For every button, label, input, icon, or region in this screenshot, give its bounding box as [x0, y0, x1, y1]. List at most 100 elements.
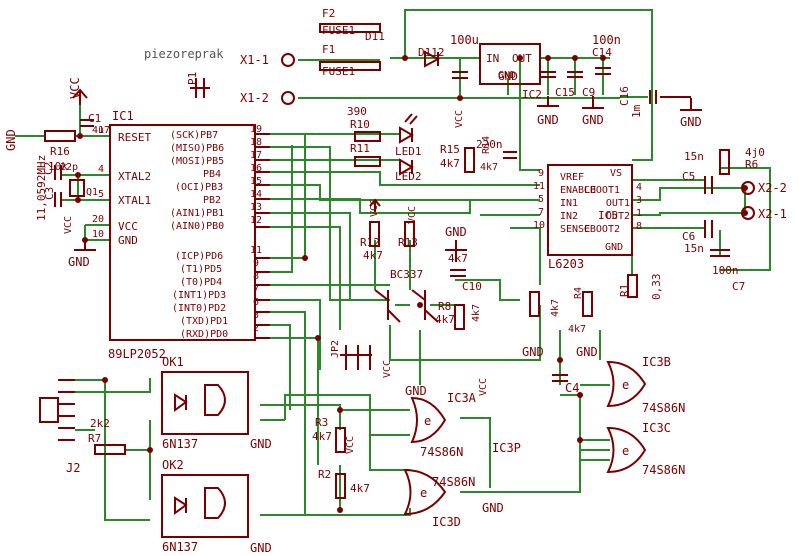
- pin-right-12: (INT1)PD3: [172, 290, 226, 301]
- ic3d-sym: e: [420, 486, 427, 500]
- ic3b-ref: IC3B: [642, 355, 671, 369]
- r5-val: 4k7: [568, 324, 586, 335]
- pin-right-9: (ICP)PD6: [175, 251, 223, 262]
- pin-num-left-2: 4: [98, 164, 104, 175]
- led1-arrows: [404, 113, 418, 125]
- pin-xtal2: XTAL2: [118, 170, 151, 183]
- r2-ref: R2: [318, 468, 331, 481]
- ic5-pin-cboot2: CBOOT2: [584, 224, 620, 235]
- ok1-name: 6N137: [162, 437, 198, 451]
- c100n-label: 100n: [592, 33, 621, 47]
- pin-right-2: (MISO)PB6: [170, 143, 224, 154]
- pin-num-right-5: 15: [250, 176, 262, 187]
- gnd-r4: GND: [522, 345, 544, 359]
- pin-right-6: PB2: [203, 195, 221, 206]
- gnd-c15: GND: [537, 113, 559, 127]
- pin-num-right-4: 16: [250, 163, 262, 174]
- pin-right-4: PB4: [203, 169, 221, 180]
- ic5-pin-sense: SENSE: [560, 224, 590, 235]
- ic5-num-11: 11: [533, 181, 545, 192]
- pin-num-left-4: 20: [92, 214, 104, 225]
- r4-ref: R4: [573, 287, 584, 299]
- vcc-ic3: VCC: [478, 378, 489, 396]
- wire-junctions: [75, 55, 748, 513]
- c5-label: C5: [682, 170, 695, 183]
- led1-symbol: [399, 126, 414, 144]
- power-input: piezoreprak P1 X1-1 X1-2 F2 FUSE1 F1 FUS…: [144, 7, 516, 105]
- x12-label: X1-2: [240, 91, 269, 105]
- ic5-num-8: 8: [636, 221, 642, 232]
- resistor-r10: [354, 131, 381, 142]
- ok2-body: [161, 474, 249, 538]
- ic5-pin-out2: OUT2: [606, 211, 630, 222]
- optocouplers: OK1 6N137 OK2 6N137 GND GND J2 2k2 R7: [39, 355, 272, 555]
- r6-ref: R6: [745, 158, 758, 171]
- capacitor-100u: [452, 71, 468, 79]
- terminal-x12: [281, 91, 295, 105]
- crystal-freq: 11,0592MHz: [35, 155, 48, 221]
- pin-vcc: VCC: [118, 220, 138, 233]
- ic5-vs: VS: [610, 168, 622, 179]
- pin-right-1: (SCK)PB7: [170, 130, 218, 141]
- diode-d11: [424, 50, 441, 68]
- ic5-pin-in1: IN1: [560, 198, 578, 209]
- c14-label: C14: [592, 46, 612, 59]
- pin-num-right-8: 12: [250, 215, 262, 226]
- pin-num-right-3: 17: [250, 150, 262, 161]
- p1-label: P1: [186, 72, 199, 85]
- ic3a-part: 74S86N: [420, 445, 463, 459]
- capacitor-c14: [595, 67, 611, 75]
- gate-ic3b: [606, 360, 647, 408]
- ic1-ref: IC1: [112, 109, 134, 123]
- pin-xtal1: XTAL1: [118, 194, 151, 207]
- fuse2-label: FUSE1: [322, 24, 355, 37]
- reset-and-crystal: GND R16 10k C1 4u7 VCC 11,0592MHz C2 C3 …: [4, 77, 110, 269]
- pin-right-15: (RXD)PD0: [180, 329, 228, 340]
- gnd-left: GND: [4, 129, 18, 151]
- capacitor-c1: [80, 119, 94, 127]
- r1-ref: R1: [618, 284, 631, 297]
- transistor-t2: [411, 289, 439, 323]
- ic3c-sym: e: [622, 444, 629, 458]
- ic3a-ref: IC3A: [447, 391, 477, 405]
- d11-label: D11: [365, 30, 385, 43]
- c2-ref: C2: [42, 162, 55, 175]
- ic2-in: IN: [486, 52, 499, 65]
- c10-val: 4k7: [448, 252, 468, 265]
- r4-val: 4k7: [550, 299, 561, 317]
- transistor-section: VCC R12 4k7 R13 VCC BC337 GND 4k7 C10 R8…: [330, 198, 598, 398]
- pin-num-right-10: 9: [253, 258, 259, 269]
- vcc-mcu-2: VCC: [63, 216, 74, 234]
- c-22p: 22p: [60, 162, 78, 173]
- ic5-num-4: 4: [636, 182, 642, 193]
- ic5-num-1: 1: [636, 208, 642, 219]
- r2-val: 4k7: [350, 482, 370, 495]
- pin-right-8: (AIN0)PB0: [170, 221, 224, 232]
- r16-ref: R16: [50, 145, 70, 158]
- r9-val: 4k7: [471, 304, 482, 322]
- resistor-r1: [627, 274, 638, 298]
- ic2-ref: IC2: [522, 88, 542, 101]
- pin-right-10: (T1)PD5: [180, 264, 222, 275]
- ic2-regulator: IN OUT GND IC2 100n C14 C15 C9 GND GND C…: [479, 33, 702, 129]
- piezo-label: piezoreprak: [144, 47, 224, 61]
- d112-label: D112: [418, 46, 445, 59]
- capacitor-c15: [540, 71, 556, 78]
- ic5-pin-in2: IN2: [560, 211, 578, 222]
- r15-val: 4k7: [440, 157, 460, 170]
- r12-val: 4k7: [363, 249, 383, 262]
- pin-gnd: GND: [118, 234, 138, 247]
- r6-val: 4j0: [745, 146, 765, 159]
- c16-label: C16: [618, 86, 631, 106]
- c7-label: C7: [732, 280, 745, 293]
- pin-reset: RESET: [118, 131, 151, 144]
- ok2-led: [174, 496, 188, 515]
- gate-ic3d: [403, 468, 447, 516]
- ic3a-sym: e: [424, 414, 431, 428]
- gnd-symbol-c9: [582, 96, 604, 109]
- ok2-gate: [204, 487, 226, 519]
- pin-num-left-3: 5: [98, 189, 104, 200]
- r8-ref: R8: [438, 300, 451, 313]
- resistor-r3: [335, 427, 346, 453]
- gnd-t: GND: [445, 225, 467, 239]
